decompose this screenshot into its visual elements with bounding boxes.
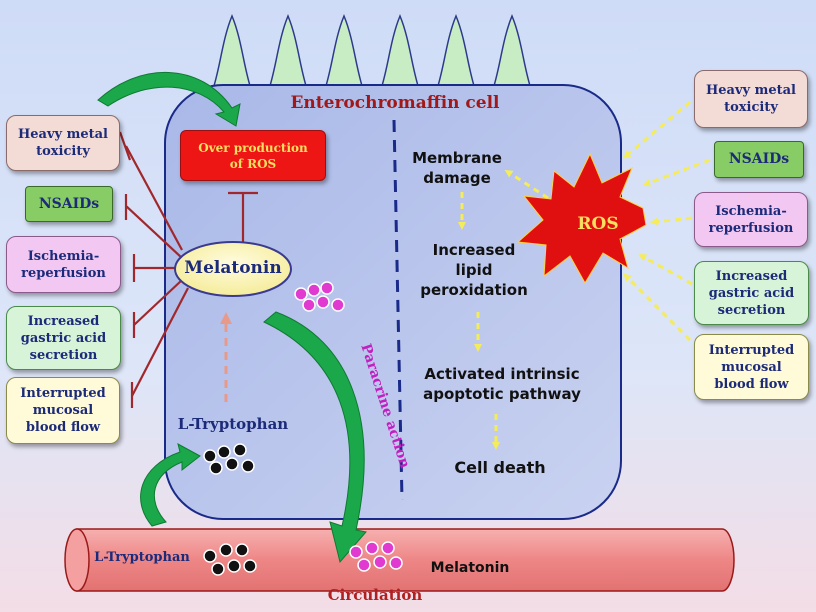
left-factor-nsaids: NSAIDs [25,186,113,222]
left-factor-heavy-metal-label: Heavy metal toxicity [17,127,108,159]
pathway-step-membrane: Membrane damage [412,149,502,187]
pathway-step-apoptotic: Activated intrinsic apoptotic pathway [423,365,581,403]
left-factor-nsaids-label: NSAIDs [38,195,100,212]
ros-pathway-arrows [458,100,711,450]
right-factor-gastric-acid-label: Increased gastric acid secretion [708,268,795,318]
left-factor-ischemia: Ischemia- reperfusion [6,236,121,293]
melatonin-inhibition-lines [118,131,258,408]
left-factor-blood-flow: Interrupted mucosal blood flow [6,377,120,444]
melatonin-label: Melatonin [184,258,282,278]
ros-overproduction-box: Over production of ROS [180,130,326,181]
right-factor-gastric-acid: Increased gastric acid secretion [694,261,809,325]
right-factor-ischemia: Ischemia- reperfusion [694,192,808,247]
right-factor-blood-flow-label: Interrupted mucosal blood flow [708,342,795,392]
pathway-step-lipid: Increased lipid peroxidation [420,241,528,299]
melatonin-molecules-cell [294,281,345,312]
right-factor-ischemia-label: Ischemia- reperfusion [708,203,794,236]
melatonin-molecules-vessel [349,541,403,572]
left-factor-ischemia-label: Ischemia- reperfusion [21,248,106,281]
ros-star [516,152,647,284]
tryptophan-molecules-cell [203,443,255,475]
microvilli [210,14,534,93]
cell-divider [392,119,404,501]
tryptophan-molecules-vessel [203,543,257,576]
vessel-l-tryptophan-label: L-Tryptophan [94,550,190,565]
left-factor-gastric-acid-label: Increased gastric acid secretion [20,313,107,363]
right-factor-blood-flow: Interrupted mucosal blood flow [694,334,809,400]
right-factor-nsaids: NSAIDs [714,141,804,178]
green-arrows [97,72,367,564]
pathway-step-cell-death: Cell death [454,458,546,477]
left-factor-gastric-acid: Increased gastric acid secretion [6,306,121,370]
enterochromaffin-cell [164,84,622,520]
right-factor-heavy-metal: Heavy metal toxicity [694,70,808,128]
melatonin-ellipse [174,241,292,297]
right-factor-nsaids-label: NSAIDs [728,151,790,167]
vessel-melatonin-label: Melatonin [430,560,510,576]
cell-title: Enterochromaffin cell [290,93,500,113]
ros-overproduction-label: Over production of ROS [198,140,308,171]
l-tryptophan-cell-label: L-Tryptophan [177,415,289,433]
right-factor-heavy-metal-label: Heavy metal toxicity [705,83,796,115]
left-factor-blood-flow-label: Interrupted mucosal blood flow [20,386,106,435]
left-factor-heavy-metal: Heavy metal toxicity [6,115,120,171]
ros-star-label: ROS [577,214,619,234]
circulation-label: Circulation [327,586,423,604]
